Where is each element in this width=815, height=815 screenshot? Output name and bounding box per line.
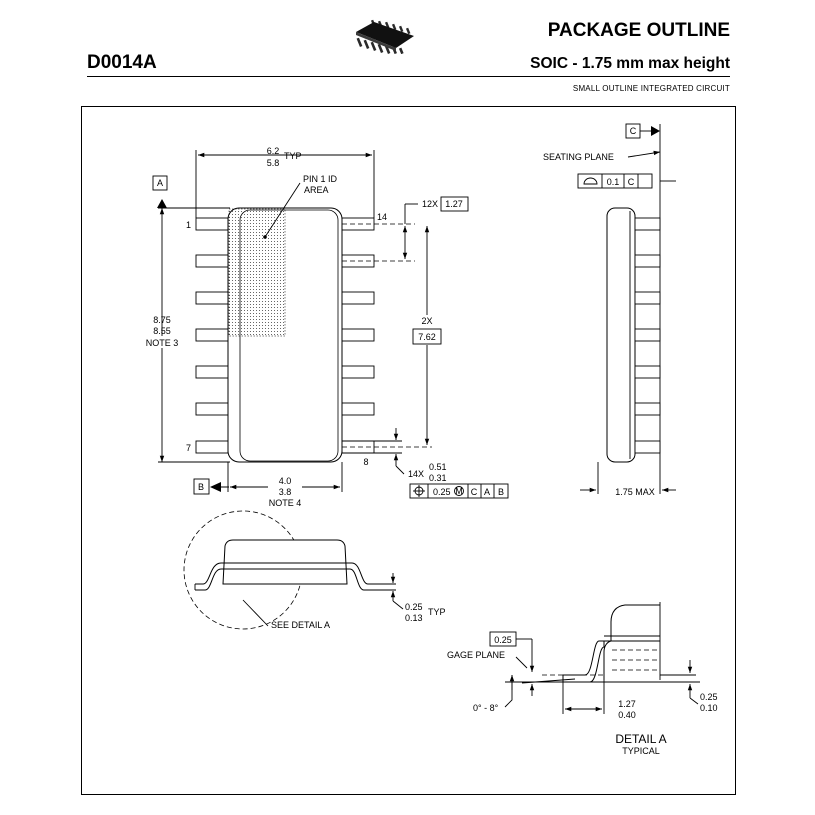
- span-value-label: 7.62: [418, 332, 436, 342]
- span-count-label: 2X: [421, 316, 432, 326]
- page-title: PACKAGE OUTLINE: [547, 20, 730, 41]
- package-description: SMALL OUTLINE INTEGRATED CIRCUIT: [572, 84, 730, 93]
- length-min-label: 8.55: [153, 326, 171, 336]
- pin-leads-right: [341, 217, 375, 454]
- drawing-frame: [81, 106, 736, 795]
- detail-a-title: DETAIL A: [615, 732, 666, 746]
- length-note-label: NOTE 3: [146, 338, 179, 348]
- length-max-label: 8.75: [153, 315, 171, 325]
- pin-7-label: 7: [186, 443, 191, 453]
- see-detail-label: SEE DETAIL A: [271, 620, 330, 630]
- body-width-max-label: 4.0: [279, 476, 292, 486]
- pin-8-label: 8: [363, 457, 368, 467]
- datum-a-label: A: [157, 178, 163, 188]
- pitch-box: [440, 196, 469, 212]
- mmc-symbol-icon: [454, 486, 464, 496]
- end-body: [222, 539, 348, 585]
- datum-b-box: [193, 478, 210, 495]
- width-max-label: 6.2: [267, 146, 280, 156]
- pin1-id-area: [228, 208, 286, 337]
- ref-a-label: A: [484, 487, 490, 497]
- position-tolerance-label: 0.25: [433, 487, 451, 497]
- pin1-label: PIN 1 ID: [303, 174, 338, 184]
- height-max-label: 1.75 MAX: [615, 487, 655, 497]
- pin-leads-left: [195, 217, 229, 454]
- end-view: 0.25 0.13 TYP SEE DETAIL A: [183, 510, 446, 630]
- mmc-label: M: [455, 486, 463, 496]
- width-min-label: 5.8: [267, 158, 280, 168]
- gage-value-label: 0.25: [494, 635, 512, 645]
- detail-a: 0.25 GAGE PLANE 0° - 8° 1.27 0.40 0.25 0…: [447, 602, 718, 756]
- header-rule: [87, 76, 730, 77]
- foot-max-label: 1.27: [618, 699, 636, 709]
- body-width-note-label: NOTE 4: [269, 498, 302, 508]
- angle-line: [521, 678, 576, 684]
- pitch-count-label: 12X: [422, 199, 438, 209]
- standoff-min-label: 0.10: [700, 703, 718, 713]
- datum-a-box: [152, 175, 168, 191]
- package-thumbnail-icon: [356, 19, 414, 54]
- seating-plane-label: SEATING PLANE: [543, 152, 614, 162]
- pin1-area-label: AREA: [304, 185, 329, 195]
- gull-wing-lead: [562, 640, 605, 683]
- angle-label: 0° - 8°: [473, 703, 499, 713]
- package-code: D0014A: [87, 52, 157, 73]
- lead-thickness-min-label: 0.13: [405, 613, 423, 623]
- profile-of-surface-icon: [583, 177, 598, 185]
- lead-width-min-label: 0.31: [429, 473, 447, 483]
- lead-width-max-label: 0.51: [429, 462, 447, 472]
- ref-b-label: B: [498, 487, 504, 497]
- lead-thickness-suffix-label: TYP: [428, 607, 446, 617]
- side-view: C SEATING PLANE 0.1 C 1.75 MAX: [543, 123, 676, 497]
- datum-a-marker: [157, 199, 167, 208]
- flatness-value-label: 0.1: [607, 177, 620, 187]
- package-subtitle: SOIC - 1.75 mm max height: [530, 55, 730, 72]
- lead-width-count-label: 14X: [408, 469, 424, 479]
- standoff-max-label: 0.25: [700, 692, 718, 702]
- flatness-frame: [577, 173, 653, 189]
- pitch-value-label: 1.27: [445, 199, 463, 209]
- gage-plane-label: GAGE PLANE: [447, 650, 505, 660]
- top-view: 6.2 5.8 TYP PIN 1 ID AREA A B 1 7 8 14 1…: [146, 146, 509, 508]
- detail-a-subtitle: TYPICAL: [622, 746, 660, 756]
- side-leads: [634, 217, 661, 454]
- datum-b-marker: [210, 482, 221, 492]
- lead-thickness-max-label: 0.25: [405, 602, 423, 612]
- datum-c-label: C: [630, 126, 637, 136]
- flatness-ref-label: C: [628, 177, 635, 187]
- pin-14-label: 14: [377, 212, 387, 222]
- width-suffix-label: TYP: [284, 151, 302, 161]
- position-tolerance-frame: [409, 483, 509, 499]
- body-width-min-label: 3.8: [279, 487, 292, 497]
- datum-c-marker: [651, 126, 660, 136]
- foot-min-label: 0.40: [618, 710, 636, 720]
- pin-1-label: 1: [186, 220, 191, 230]
- span-box: [412, 328, 442, 345]
- ref-c-label: C: [471, 487, 478, 497]
- side-body: [606, 207, 636, 463]
- datum-b-label: B: [198, 482, 204, 492]
